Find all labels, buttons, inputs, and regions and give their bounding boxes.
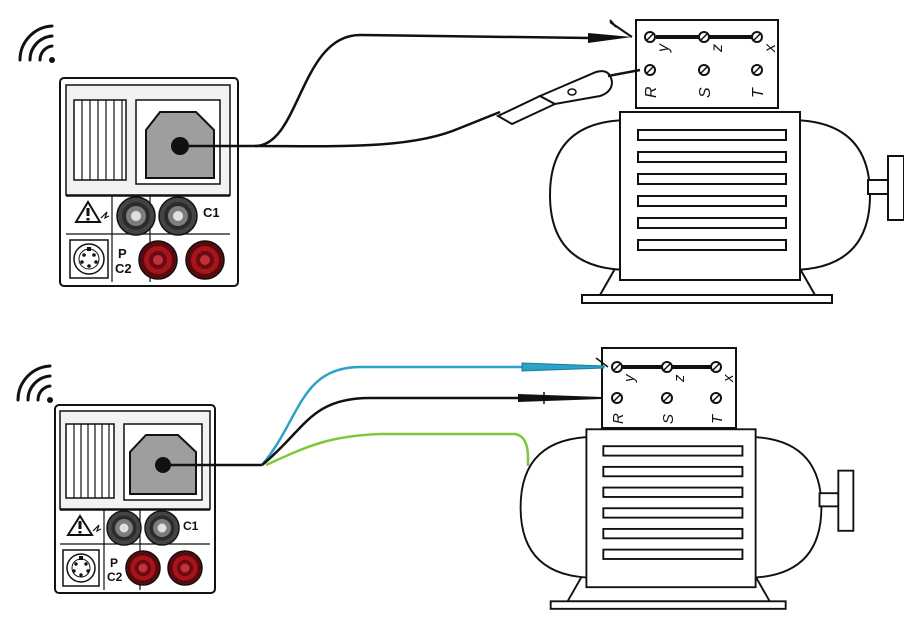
cable-green xyxy=(265,432,530,467)
jack-c2-red xyxy=(167,550,203,586)
terminal-r: R xyxy=(643,86,660,98)
terminal-box-top: y z x R S T xyxy=(635,19,779,109)
round-connector-icon xyxy=(69,239,109,279)
jack-c2-red xyxy=(185,240,225,280)
cables-bottom xyxy=(163,365,530,467)
diagram-top: C1 P C2 y z x R S T xyxy=(18,19,904,304)
jack-p-red xyxy=(138,240,178,280)
diagram-bottom: C1 P C2 y z x R S T xyxy=(16,347,855,610)
jack-c1-black xyxy=(144,510,180,546)
test-probe xyxy=(495,68,641,126)
label-c2: C2 xyxy=(107,570,123,584)
terminal-x: x xyxy=(762,43,779,53)
jack-p-black xyxy=(116,196,156,236)
label-c1: C1 xyxy=(183,519,199,533)
terminal-t: T xyxy=(750,87,767,98)
cable-black xyxy=(261,396,520,466)
terminal-y: y xyxy=(655,43,672,53)
label-c1: C1 xyxy=(203,205,220,220)
terminal-r: R xyxy=(610,413,627,424)
instrument-top: C1 P C2 xyxy=(59,77,239,287)
wireless-icon xyxy=(16,364,53,403)
cables-top xyxy=(180,33,591,148)
alligator-clip xyxy=(588,19,633,43)
warning-triangle-icon xyxy=(74,200,110,223)
label-p: P xyxy=(118,246,127,261)
terminal-z: z xyxy=(709,44,726,53)
terminal-t: T xyxy=(709,413,726,424)
terminal-box-bottom: y z x R S T xyxy=(601,347,737,429)
terminal-y: y xyxy=(621,373,638,383)
probe-tip-blue xyxy=(521,357,609,372)
instrument-bottom: C1 P C2 xyxy=(54,404,216,594)
label-p: P xyxy=(110,556,118,570)
wireless-icon xyxy=(18,24,55,63)
terminal-x: x xyxy=(720,374,737,383)
terminal-s: S xyxy=(697,87,714,98)
warning-triangle-icon xyxy=(66,514,102,536)
probe-tip-black xyxy=(518,392,602,404)
motor-top xyxy=(549,111,904,304)
round-connector-icon xyxy=(62,549,100,587)
cable-blue xyxy=(261,365,525,466)
jack-p-red xyxy=(125,550,161,586)
label-c2: C2 xyxy=(115,261,132,276)
motor-bottom xyxy=(519,428,855,610)
jack-p-black xyxy=(106,510,142,546)
terminal-z: z xyxy=(671,374,688,383)
terminal-s: S xyxy=(660,414,677,424)
jack-c1-black xyxy=(158,196,198,236)
